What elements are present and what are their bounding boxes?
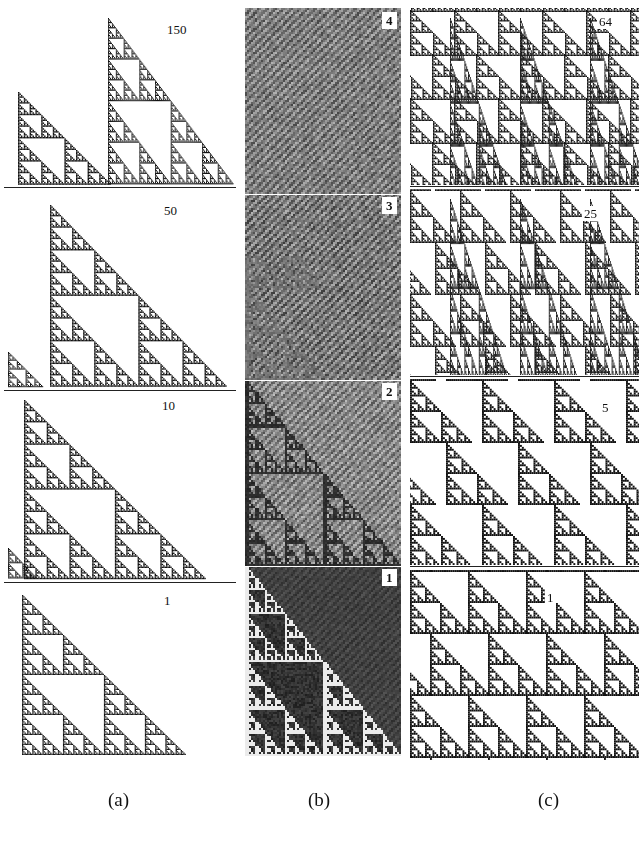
separator-line <box>410 566 639 567</box>
automaton-panels-b <box>245 8 401 756</box>
run-number: 150 <box>165 22 189 37</box>
panel-number: 2 <box>382 383 397 400</box>
separator-line <box>410 186 639 187</box>
automaton-panels-c <box>410 0 639 770</box>
run-number: 5 <box>600 400 611 415</box>
run-number: 1 <box>545 590 556 605</box>
separator-line <box>4 390 236 391</box>
panel-number: 3 <box>382 197 397 214</box>
run-number: 64 <box>597 14 614 29</box>
panel-caption: (c) <box>538 790 559 809</box>
automaton-panels-a <box>0 0 236 770</box>
separator-line <box>410 376 639 377</box>
separator-line <box>4 582 236 583</box>
run-number: 1 <box>162 593 173 608</box>
run-number: 50 <box>162 203 179 218</box>
panel-caption: (b) <box>308 790 330 809</box>
panel-caption: (a) <box>108 790 129 809</box>
run-number: 10 <box>160 398 177 413</box>
run-number: 25 <box>582 206 599 221</box>
separator-line <box>4 187 236 188</box>
panel-number: 4 <box>382 12 397 29</box>
panel-number: 1 <box>382 569 397 586</box>
